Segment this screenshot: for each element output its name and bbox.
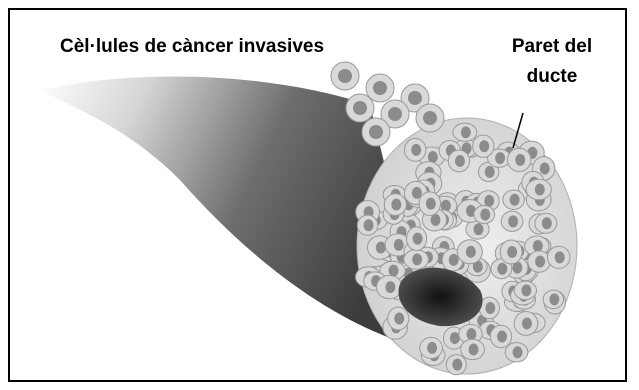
invading-cell-nucleus [423, 111, 437, 125]
cell-nucleus [376, 242, 386, 254]
cell-nucleus [461, 126, 471, 138]
cell-nucleus [495, 152, 505, 164]
cell-nucleus [449, 254, 459, 266]
figure-frame: Cèl·lules de càncer invasives Paret del … [8, 8, 627, 382]
cell-nucleus [542, 217, 552, 229]
cell-nucleus [540, 162, 550, 174]
cell-nucleus [426, 198, 436, 210]
cell-nucleus [485, 166, 495, 178]
cell-nucleus [555, 251, 565, 263]
cell-nucleus [522, 317, 532, 329]
cell-nucleus [411, 144, 421, 156]
cell-nucleus [466, 246, 476, 258]
cell-nucleus [515, 154, 525, 166]
cell-nucleus [479, 140, 489, 152]
cell-nucleus [508, 215, 518, 227]
invading-cell-nucleus [408, 91, 422, 105]
duct-illustration [10, 10, 627, 382]
cell-nucleus [473, 223, 483, 235]
cell-nucleus [391, 199, 401, 211]
cell-nucleus [452, 359, 462, 371]
cell-nucleus [427, 342, 437, 354]
invading-cell-nucleus [369, 125, 383, 139]
cell-nucleus [507, 246, 517, 258]
cell-nucleus [480, 209, 490, 221]
invading-cell-nucleus [353, 101, 367, 115]
cell-nucleus [412, 253, 422, 265]
cell-nucleus [385, 281, 395, 293]
cell-nucleus [513, 346, 523, 358]
cell-nucleus [510, 194, 520, 206]
cell-nucleus [364, 219, 374, 231]
cell-nucleus [521, 284, 531, 296]
cell-nucleus [535, 256, 545, 268]
cell-nucleus [394, 239, 404, 251]
cell-nucleus [497, 263, 507, 275]
invading-cell-nucleus [338, 69, 352, 83]
cell-nucleus [485, 302, 495, 314]
cell-nucleus [466, 328, 476, 340]
cell-nucleus [469, 343, 479, 355]
cell-nucleus [389, 265, 399, 277]
cell-nucleus [413, 233, 423, 245]
invading-cell-nucleus [373, 81, 387, 95]
cell-nucleus [497, 331, 507, 343]
cell-nucleus [455, 155, 465, 167]
invading-cell-nucleus [388, 107, 402, 121]
cell-nucleus [535, 184, 545, 196]
cell-nucleus [484, 195, 494, 207]
cell-nucleus [533, 240, 543, 252]
cell-nucleus [549, 293, 559, 305]
cell-nucleus [394, 313, 404, 325]
